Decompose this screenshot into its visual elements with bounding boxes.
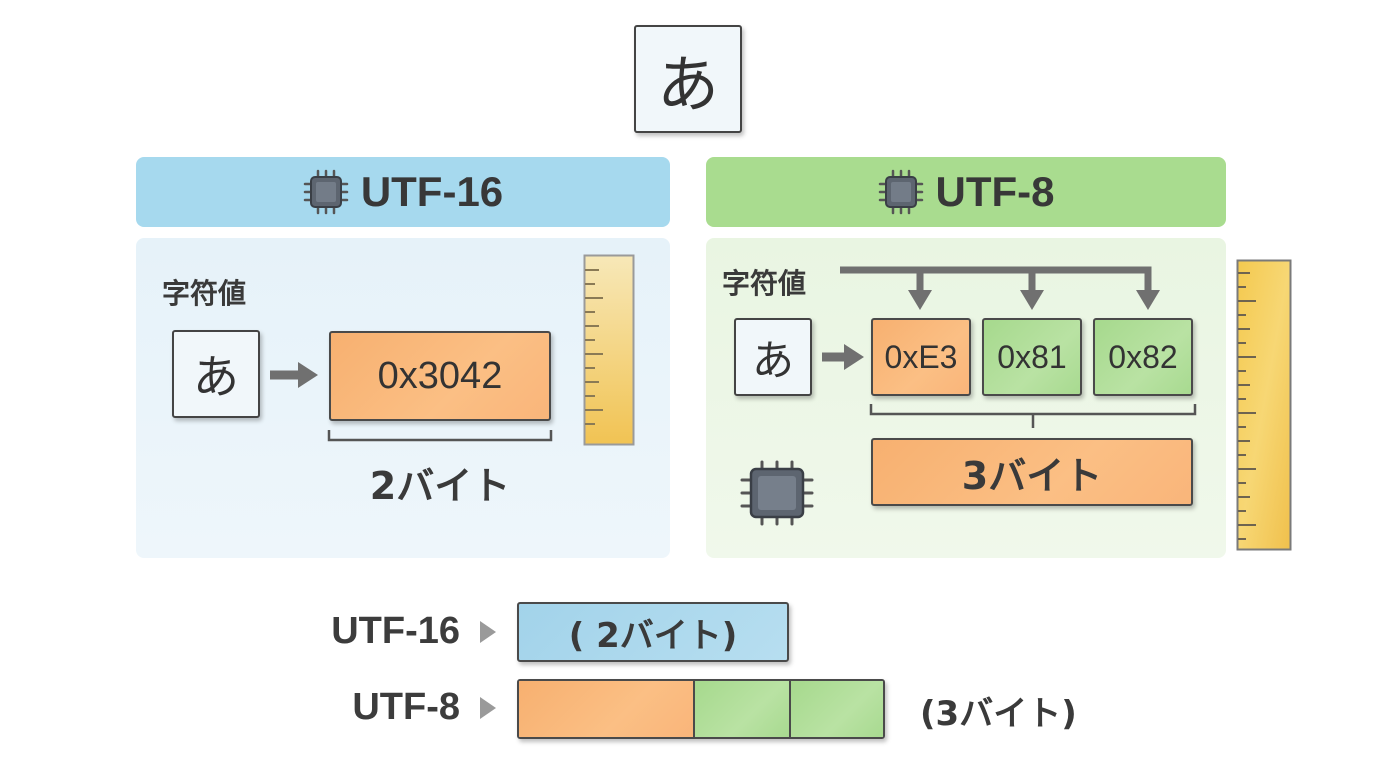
utf8-title: UTF-8	[935, 168, 1055, 215]
utf8-char-label: 字符値	[722, 267, 807, 300]
utf16-code-box: 0x3042	[329, 331, 551, 421]
legend-utf8-label: UTF-8	[352, 686, 460, 728]
utf8-bytes-box: 3バイト	[871, 438, 1193, 506]
chip-icon	[878, 169, 923, 215]
legend-utf16-bar: ( 2バイト)	[517, 602, 789, 662]
legend-utf8-segment-2	[695, 681, 791, 737]
utf8-byte-1: 0xE3	[871, 318, 971, 396]
utf16-title: UTF-16	[360, 168, 504, 215]
legend-utf8-segment-1	[519, 681, 695, 737]
utf16-bracket	[327, 430, 553, 442]
triangle-right-icon	[480, 697, 496, 719]
utf8-header: UTF-8	[706, 157, 1226, 227]
utf8-bracket	[869, 404, 1197, 428]
utf16-char-box: あ	[172, 330, 260, 418]
chip-icon	[303, 169, 349, 215]
utf8-byte-2: 0x81	[982, 318, 1082, 396]
source-character: あ	[634, 25, 742, 133]
arrow-right-icon	[822, 344, 864, 370]
triangle-right-icon	[480, 621, 496, 643]
utf8-byte-3: 0x82	[1093, 318, 1193, 396]
utf16-header: UTF-16	[136, 157, 670, 227]
utf16-bytes-label: 2バイト	[369, 464, 511, 508]
arrow-right-icon	[270, 362, 318, 388]
distribution-arrows	[840, 266, 1160, 310]
utf8-char-box: あ	[734, 318, 812, 396]
legend-utf8-bytes-label: (3バイト)	[920, 694, 1077, 734]
legend-utf8-segment-3	[791, 681, 883, 737]
chip-icon	[740, 460, 814, 526]
ruler-icon	[1236, 259, 1292, 551]
ruler-icon	[583, 254, 635, 446]
legend-utf16-label: UTF-16	[331, 610, 460, 652]
utf16-char-label: 字符値	[162, 277, 247, 310]
legend-utf8-bar	[517, 679, 885, 739]
